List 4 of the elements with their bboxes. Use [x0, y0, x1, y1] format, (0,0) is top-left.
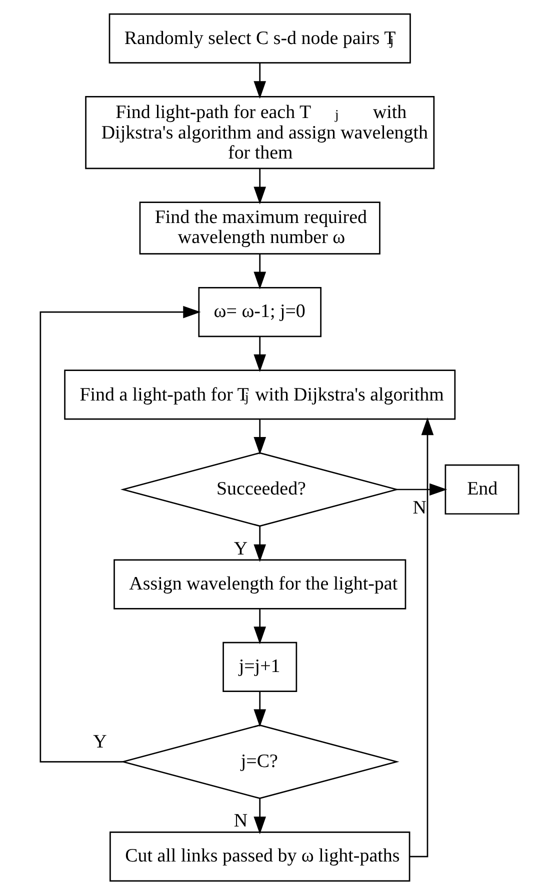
edge-label: Y: [92, 732, 106, 753]
edge-label: N: [412, 498, 426, 519]
edge-label: N: [233, 810, 248, 832]
edge-label: Y: [233, 538, 248, 560]
